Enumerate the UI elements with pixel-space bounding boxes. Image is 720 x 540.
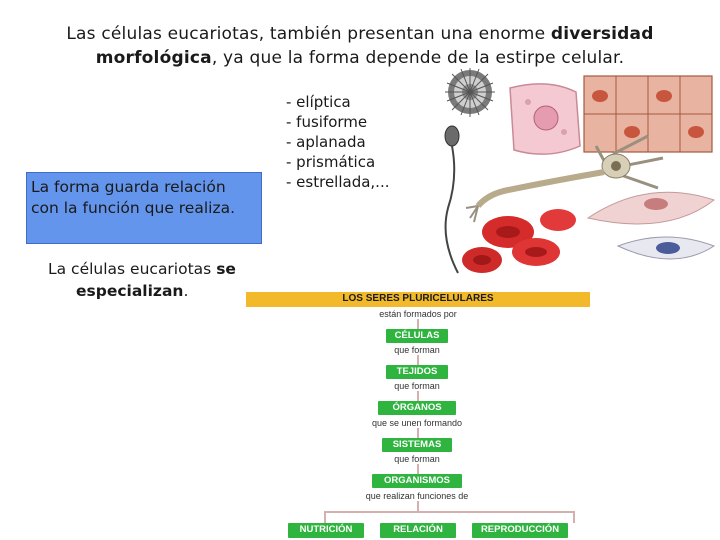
title-bold-diversidad: diversidad [550, 24, 654, 44]
function-note-box: La forma guarda relación con la función … [26, 172, 262, 244]
shape-item: - prismática [286, 153, 376, 171]
connector-line [417, 464, 419, 474]
function-box-reproduccion: REPRODUCCIÓN [472, 523, 568, 538]
connector-line [417, 501, 419, 513]
epithelial-cells-icon [583, 75, 713, 153]
level-connector-label: que forman [394, 381, 440, 391]
title-text-2: , ya que la forma depende de la estirpe … [211, 48, 625, 68]
spherical-cell-icon [445, 68, 495, 117]
specialization-text-1: La células eucariotas [48, 260, 217, 278]
connector-line [417, 355, 419, 365]
fusiform-cell-icon [586, 191, 716, 260]
cell-shapes-list: - elíptica - fusiforme - aplanada - pris… [286, 92, 389, 192]
title-text-1: Las células eucariotas, también presenta… [66, 24, 551, 44]
shape-item: - estrellada,... [286, 173, 390, 191]
connector-line [324, 511, 574, 513]
level-connector-label: que realizan funciones de [365, 491, 469, 501]
connector-line [324, 511, 326, 523]
shape-item: - fusiforme [286, 113, 368, 131]
red-blood-cells-icon [462, 209, 576, 273]
specialization-text-2: . [183, 282, 189, 300]
connector-line [573, 511, 575, 523]
level-connector-label: que forman [394, 454, 440, 464]
shape-item: - aplanada [286, 133, 366, 151]
neuron-icon [465, 134, 664, 223]
prismatic-cell-icon [509, 83, 581, 155]
function-box-relacion: RELACIÓN [380, 523, 456, 538]
title-bold-morfologica: morfológica [95, 48, 212, 68]
level-box-organismos: ORGANISMOS [372, 474, 462, 488]
level-box-tejidos: TEJIDOS [386, 365, 448, 379]
level-box-celulas: CÉLULAS [386, 329, 448, 343]
level-connector-label: que forman [394, 345, 440, 355]
specialization-bold-especializan: especializan [76, 282, 184, 300]
organization-levels-diagram: LOS SERES PLURICELULARES están formados … [246, 292, 590, 540]
sperm-cell-icon [444, 125, 460, 274]
connector-line [417, 319, 419, 329]
function-note-text: La forma guarda relación con la función … [31, 178, 236, 217]
level-box-sistemas: SISTEMAS [382, 438, 452, 452]
level-connector-label: que se unen formando [371, 418, 463, 428]
header-connector-label: están formados por [379, 309, 457, 319]
cell-types-illustration [444, 68, 716, 274]
specialization-bold-se: se [216, 260, 236, 278]
connector-line [417, 428, 419, 438]
connector-line [417, 391, 419, 401]
function-box-nutricion: NUTRICIÓN [288, 523, 364, 538]
diagram-header: LOS SERES PLURICELULARES [246, 292, 590, 307]
slide-title: Las células eucariotas, también presenta… [20, 22, 700, 70]
specialization-note: La células eucariotas se especializan. [48, 258, 236, 302]
level-box-organos: ÓRGANOS [378, 401, 456, 415]
shape-item: - elíptica [286, 93, 351, 111]
